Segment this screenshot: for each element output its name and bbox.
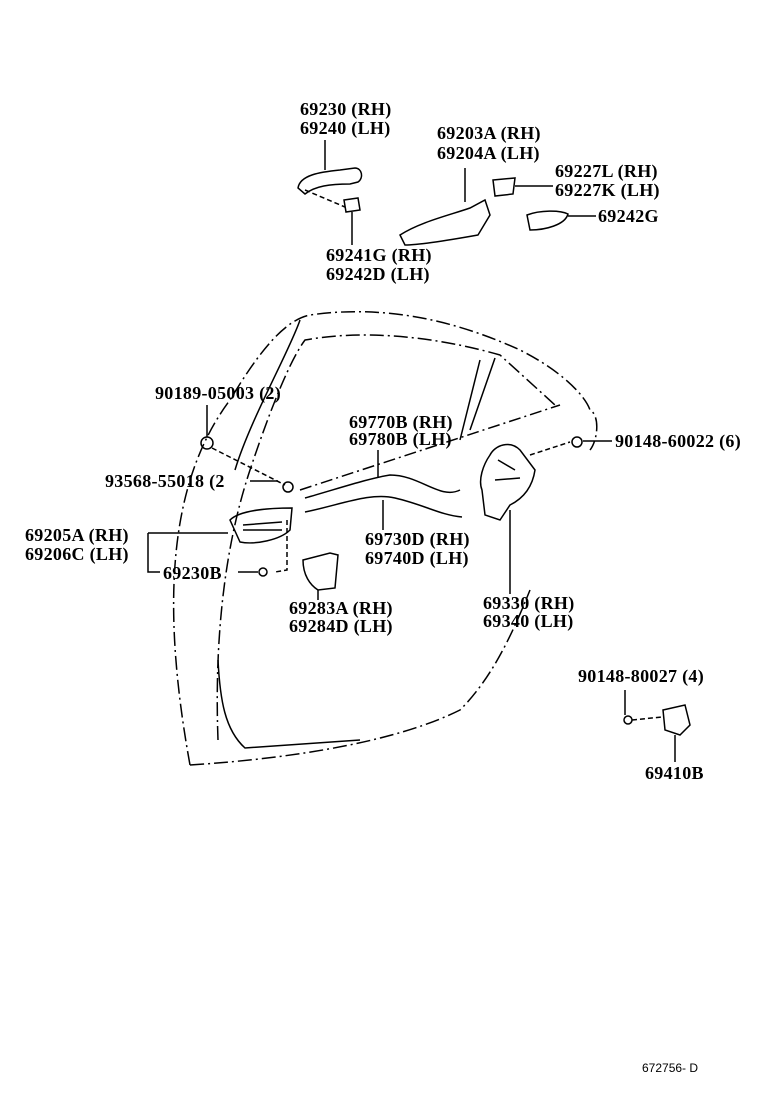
part-label: 69730D (RH)	[365, 529, 470, 549]
striker	[662, 704, 691, 736]
part-label: 69205A (RH)	[25, 525, 129, 545]
part-label: 90189-05003 (2)	[155, 383, 281, 403]
door-rear	[217, 659, 361, 749]
part-label: 69242D (LH)	[326, 264, 430, 284]
leader-line	[304, 189, 346, 208]
part-label: 69410B	[645, 763, 704, 783]
part-label: 69241G (RH)	[326, 245, 432, 265]
part-label: 69227L (RH)	[555, 161, 658, 181]
cable-upper	[304, 474, 461, 499]
part-label: 69203A (RH)	[437, 123, 541, 143]
inner-cover	[302, 552, 339, 591]
window-pillar	[459, 357, 496, 441]
handle-frame	[399, 198, 491, 246]
part-label: 69227K (LH)	[555, 180, 660, 200]
diagram-code: 672756- D	[642, 1061, 699, 1075]
door-inner-outline	[216, 334, 556, 741]
part-label: 69230B	[163, 563, 222, 583]
part-label: 69206C (LH)	[25, 544, 129, 564]
part-label: 69340 (LH)	[483, 611, 574, 631]
door-belt-line	[299, 404, 561, 491]
part-label: 69780B (LH)	[349, 429, 452, 449]
part-label: 90148-60022 (6)	[615, 431, 741, 451]
part-label: 69283A (RH)	[289, 598, 393, 618]
leader-line	[274, 520, 288, 573]
part-label: 69284D (LH)	[289, 616, 393, 636]
part-label: 69740D (LH)	[365, 548, 469, 568]
part-label: 69330 (RH)	[483, 593, 575, 613]
cap	[492, 177, 516, 197]
screw	[571, 436, 583, 448]
door-lock	[479, 443, 536, 521]
screw	[258, 567, 268, 577]
door-outline	[172, 310, 598, 766]
part-label: 69240 (LH)	[300, 118, 391, 138]
inner-handle	[229, 507, 293, 544]
leader-line	[631, 716, 663, 721]
door-bottom	[189, 589, 531, 766]
leader-line	[529, 441, 571, 456]
cable-lower	[304, 495, 463, 518]
gasket	[526, 210, 569, 231]
window-frame	[234, 319, 301, 471]
part-label: 69230 (RH)	[300, 99, 392, 119]
screw	[623, 715, 633, 725]
part-label: 69204A (LH)	[437, 143, 540, 163]
part-label: 93568-55018 (2	[105, 471, 225, 491]
handle-pad	[343, 197, 361, 213]
part-label: 69242G	[598, 206, 659, 226]
part-label: 69770B (RH)	[349, 412, 453, 432]
screw	[282, 481, 294, 493]
part-label: 90148-80027 (4)	[578, 666, 704, 686]
leader-line	[211, 447, 286, 486]
clip	[200, 436, 214, 450]
outer-handle	[297, 167, 363, 195]
leader-bracket	[147, 532, 228, 573]
